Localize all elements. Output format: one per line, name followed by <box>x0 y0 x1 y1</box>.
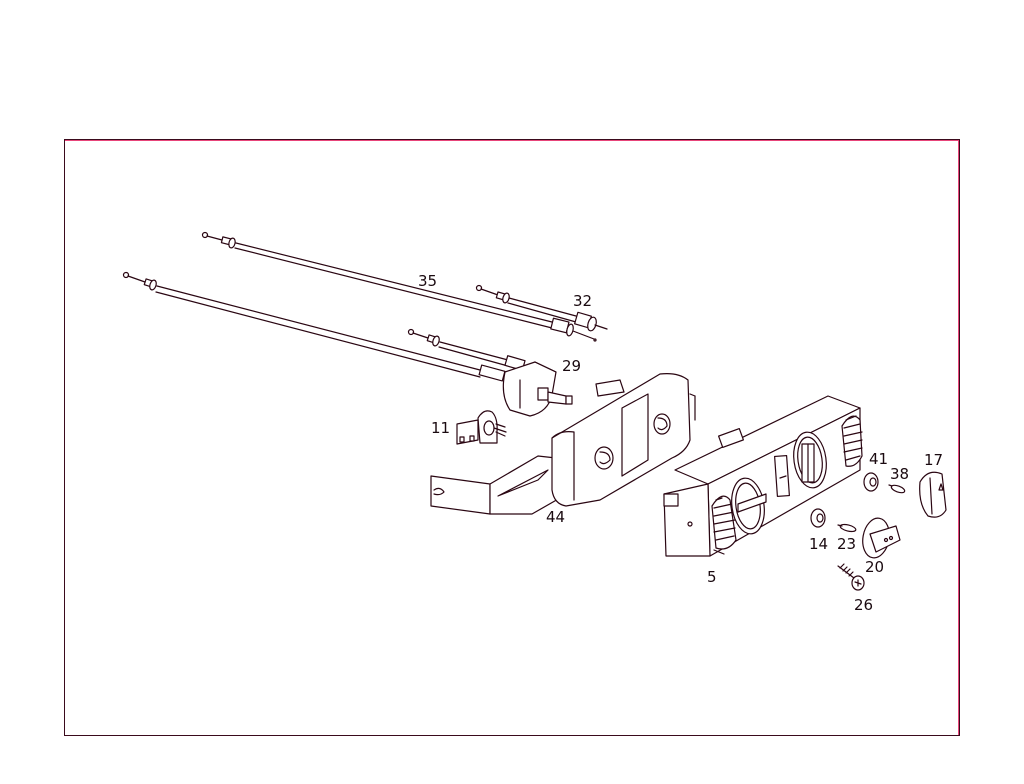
knob-17 <box>919 471 947 518</box>
label-26: 26 <box>854 596 873 614</box>
nut-14 <box>810 508 826 528</box>
cable-29 <box>407 328 526 371</box>
cable-32 <box>475 284 608 332</box>
pin-23 <box>837 523 857 533</box>
label-20: 20 <box>865 558 884 576</box>
control-panel-5 <box>663 395 863 557</box>
diagram-frame <box>64 139 960 736</box>
actuator-29 <box>502 361 573 417</box>
label-14: 14 <box>809 535 828 553</box>
cable-35-lower <box>122 271 506 382</box>
connector-11 <box>456 410 507 445</box>
label-17: 17 <box>924 451 943 469</box>
label-23: 23 <box>837 535 856 553</box>
label-32: 32 <box>573 292 592 310</box>
label-5: 5 <box>707 568 717 586</box>
label-41: 41 <box>869 450 888 468</box>
cable-35-upper <box>201 231 597 342</box>
label-44: 44 <box>546 508 565 526</box>
part-labels: 35 32 29 11 44 5 41 38 17 14 23 20 26 <box>418 272 943 614</box>
label-35: 35 <box>418 272 437 290</box>
bracket-44 <box>430 373 696 515</box>
nut-41 <box>863 472 879 492</box>
pin-38 <box>888 484 906 494</box>
knob-20 <box>862 517 901 559</box>
label-11: 11 <box>431 419 450 437</box>
label-29: 29 <box>562 357 581 375</box>
label-38: 38 <box>890 465 909 483</box>
screw-26 <box>837 563 865 591</box>
